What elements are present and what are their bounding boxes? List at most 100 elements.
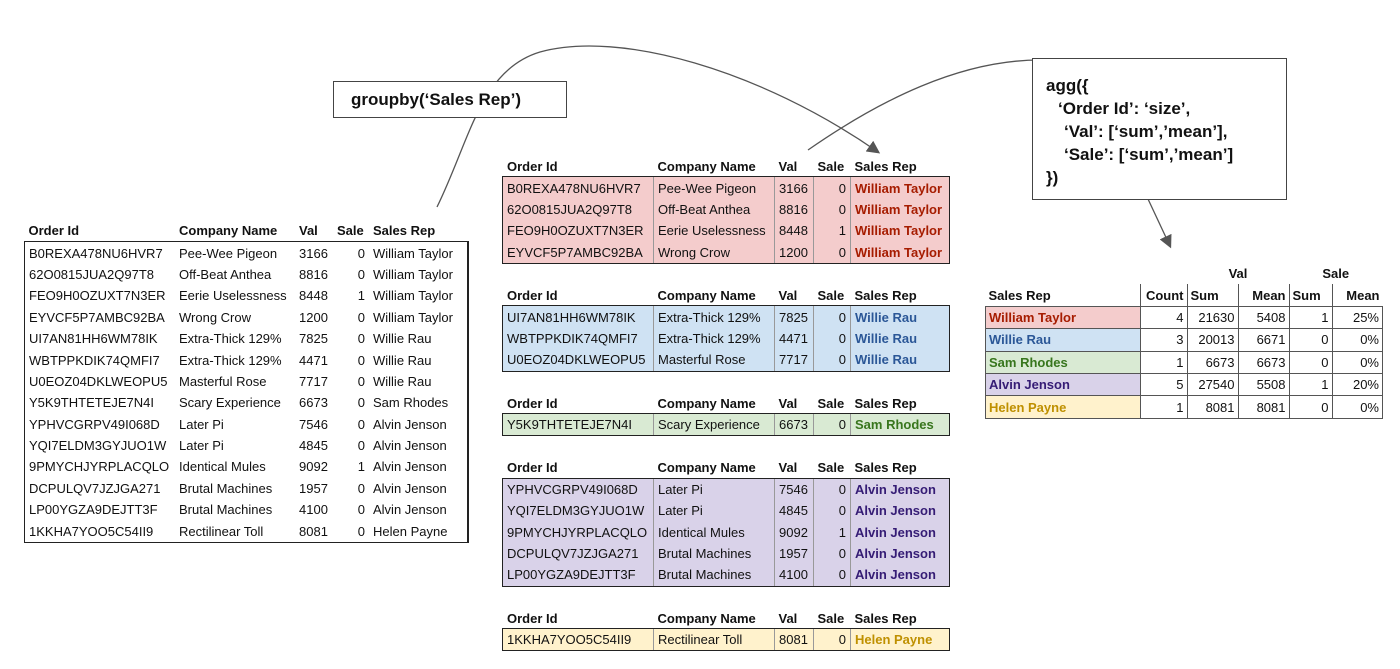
table-cell: 0 <box>813 564 851 586</box>
result-cell: 0% <box>1331 328 1383 352</box>
table-cell: 0 <box>357 352 365 368</box>
column-header: Company Name <box>179 223 278 239</box>
column-header: Sales Rep <box>854 395 917 411</box>
column-header: Sale <box>817 460 845 476</box>
table-cell: William Taylor <box>373 266 453 282</box>
column-header: Val <box>778 395 798 411</box>
result-cell: 6673 <box>1237 350 1290 374</box>
table-cell: William Taylor <box>373 288 453 304</box>
table-cell: LP00YGZA9DEJTT3F <box>503 564 654 586</box>
result-cell: 8081 <box>1237 395 1290 419</box>
sales-rep-cell: Alvin Jenson <box>855 481 936 497</box>
table-cell: Willie Rau <box>373 352 432 368</box>
table-cell: Alvin Jenson <box>373 438 447 454</box>
table-cell: Pee-Wee Pigeon <box>179 245 278 261</box>
column-header: Mean <box>1237 284 1289 307</box>
agg-label-box: agg({‘Order Id’: ‘size’,‘Val’: [‘sum’,’m… <box>1032 58 1287 200</box>
column-header: Val <box>778 288 798 304</box>
result-cell: 5 <box>1139 372 1188 397</box>
column-header: Company Name <box>657 460 756 476</box>
result-cell: 5408 <box>1237 305 1290 330</box>
table-cell: WBTPPKDIK74QMFI7 <box>503 327 654 350</box>
table-cell: Alvin Jenson <box>373 480 447 496</box>
table-cell: 4471 <box>774 327 814 350</box>
table-cell: 4100 <box>774 564 814 586</box>
sales-rep-cell: William Taylor <box>855 180 943 196</box>
table-cell: Willie Rau <box>373 331 432 347</box>
sales-rep-cell: Sam Rhodes <box>855 417 934 433</box>
table-cell: 3166 <box>299 245 328 261</box>
table-cell: 8816 <box>299 266 328 282</box>
result-cell: 21630 <box>1186 305 1239 330</box>
column-header: Company Name <box>657 288 756 304</box>
table-cell: 1200 <box>774 241 814 263</box>
table-cell: FEO9H0OZUXT7N3ER <box>29 288 166 304</box>
table-cell: 0 <box>357 523 365 539</box>
table-cell: Alvin Jenson <box>373 459 447 475</box>
table-cell: 4100 <box>299 502 328 518</box>
table-cell: Extra-Thick 129% <box>179 352 282 368</box>
table-cell: 0 <box>813 198 851 221</box>
table-cell: 7825 <box>299 331 328 347</box>
table-cell: 4845 <box>299 438 328 454</box>
column-header: Count <box>1139 284 1187 307</box>
result-cell: 0 <box>1288 350 1333 374</box>
sales-rep-cell: Alvin Jenson <box>855 503 936 519</box>
result-cell: 5508 <box>1237 372 1290 397</box>
table-cell: 7825 <box>774 306 814 328</box>
table-cell: 0 <box>357 266 365 282</box>
table-cell: DCPULQV7JZJGA271 <box>29 480 161 496</box>
agg-to-result-arrow <box>1147 198 1172 249</box>
table-cell: 1 <box>357 288 365 304</box>
table-cell: 0 <box>357 416 365 432</box>
result-cell: 6673 <box>1186 350 1239 374</box>
table-cell: LP00YGZA9DEJTT3F <box>29 502 158 518</box>
table-cell: 8448 <box>774 220 814 242</box>
table-cell: Pee-Wee Pigeon <box>653 177 775 199</box>
table-cell: B0REXA478NU6HVR7 <box>503 177 654 199</box>
table-cell: Wrong Crow <box>653 241 775 263</box>
table-cell: Brutal Machines <box>653 564 775 586</box>
column-header: Val <box>778 610 798 626</box>
agg-code: agg({‘Order Id’: ‘size’,‘Val’: [‘sum’,’m… <box>1046 74 1233 189</box>
table-cell: YPHVCGRPV49I068D <box>29 416 160 432</box>
table-cell: Later Pi <box>179 438 224 454</box>
sales-rep-cell: Alvin Jenson <box>985 372 1141 397</box>
table-cell: 0 <box>357 373 365 389</box>
agg-code-line: }) <box>1046 168 1059 187</box>
result-cell: 27540 <box>1186 372 1239 397</box>
table-cell: 7546 <box>299 416 328 432</box>
result-cell: 0% <box>1331 350 1383 374</box>
sales-rep-cell: Sam Rhodes <box>985 350 1141 374</box>
result-cell: 20013 <box>1186 328 1239 352</box>
blank-header <box>986 263 1141 284</box>
table-cell: Y5K9THTETEJE7N4I <box>29 395 154 411</box>
column-header: Order Id <box>507 460 558 476</box>
table-cell: FEO9H0OZUXT7N3ER <box>503 220 654 242</box>
sales-rep-cell: William Taylor <box>985 305 1141 330</box>
table-cell: Willie Rau <box>373 373 432 389</box>
table-cell: YPHVCGRPV49I068D <box>503 478 654 501</box>
table-cell: DCPULQV7JZJGA271 <box>503 542 654 565</box>
agg-code-line: ‘Sale’: [‘sum’,’mean’] <box>1064 145 1234 164</box>
result-cell: 3 <box>1139 328 1188 352</box>
table-cell: 9092 <box>774 521 814 543</box>
table-cell: Extra-Thick 129% <box>653 306 775 328</box>
table-cell: 4471 <box>299 352 328 368</box>
